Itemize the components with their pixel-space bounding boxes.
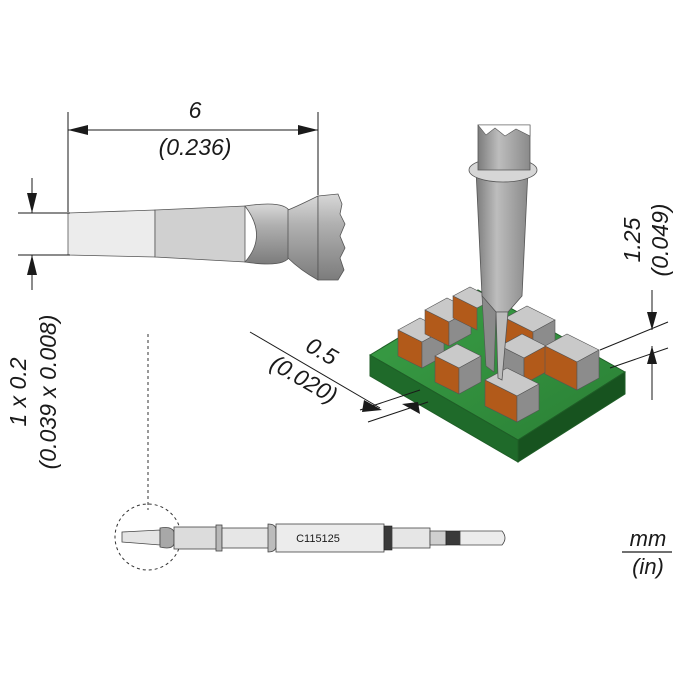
tip-break-edge (317, 193, 346, 281)
tip-detail-view: 6 (0.236) (5, 97, 346, 470)
part-number-label: C115125 (296, 533, 340, 545)
arrow-left-icon (402, 402, 420, 414)
arrow-right-icon (298, 125, 318, 135)
chip-component (544, 333, 600, 391)
length-mm-label: 6 (189, 97, 202, 123)
units-legend: mm (in) (622, 526, 672, 579)
cartridge-body (275, 523, 385, 553)
pcb-illustration: 1.25 (0.049) 0.5 (0.020) (249, 124, 673, 463)
length-in-label: (0.236) (159, 134, 232, 160)
soldering-tip-break (477, 124, 531, 137)
arrow-up-icon (647, 346, 657, 364)
gap-mm-label: 0.5 (302, 332, 343, 371)
arrow-up-icon (27, 255, 37, 275)
arrow-down-icon (27, 193, 37, 213)
soldering-tip-shaft (475, 169, 529, 313)
chip-component (434, 343, 482, 395)
depth-in-label: (0.049) (647, 204, 673, 277)
unit-mm-label: mm (630, 526, 667, 551)
soldering-tip-blade (495, 311, 509, 381)
cartridge-full-view: C115125 (114, 334, 506, 571)
tip-blade-plated (154, 205, 246, 263)
arrow-down-icon (647, 312, 657, 330)
tip-size-mm-label: 1 x 0.2 (5, 357, 31, 426)
pcb-board-side-right (517, 371, 626, 463)
tip-size-in-label: (0.039 x 0.008) (35, 315, 61, 470)
tip-shoulder (244, 203, 291, 265)
arrow-left-icon (68, 125, 88, 135)
tip-blade-tinned (67, 209, 156, 258)
tip-neck (287, 195, 319, 281)
unit-in-label: (in) (632, 554, 664, 579)
depth-mm-label: 1.25 (619, 217, 645, 262)
arrow-right-icon (362, 400, 382, 412)
